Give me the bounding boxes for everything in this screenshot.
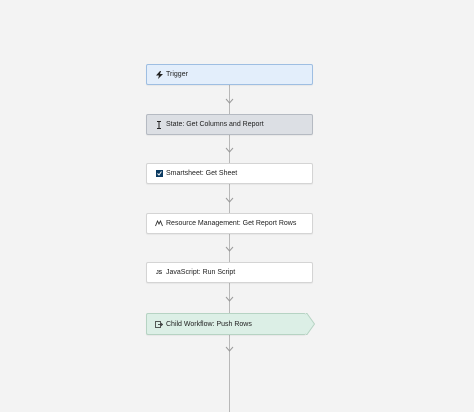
connector-arrow — [225, 246, 234, 252]
step-smartsheet[interactable]: Smartsheet: Get Sheet — [146, 163, 313, 184]
step-label: State: Get Columns and Report — [166, 121, 264, 128]
child-workflow-arrow-tip — [306, 313, 315, 335]
connector-arrow — [225, 296, 234, 302]
connector-arrow — [225, 197, 234, 203]
resource-management-icon — [155, 220, 163, 228]
connector-arrow — [225, 98, 234, 104]
step-trigger[interactable]: Trigger — [146, 64, 313, 85]
connector-line — [229, 85, 230, 412]
step-javascript[interactable]: JS JavaScript: Run Script — [146, 262, 313, 283]
step-label: Smartsheet: Get Sheet — [166, 170, 238, 177]
step-label: JavaScript: Run Script — [166, 269, 236, 276]
lightning-icon — [155, 70, 163, 79]
state-cursor-icon — [155, 120, 163, 129]
javascript-icon: JS — [155, 269, 163, 276]
child-workflow-icon — [155, 320, 163, 328]
step-child-workflow[interactable]: Child Workflow: Push Rows — [146, 313, 306, 335]
step-label: Child Workflow: Push Rows — [166, 320, 252, 328]
step-label: Resource Management: Get Report Rows — [166, 220, 297, 227]
smartsheet-icon — [155, 170, 163, 178]
connector-arrow — [225, 147, 234, 153]
step-resource-management[interactable]: Resource Management: Get Report Rows — [146, 213, 313, 234]
step-state[interactable]: State: Get Columns and Report — [146, 114, 313, 135]
connector-arrow — [225, 346, 234, 352]
step-label: Trigger — [166, 71, 188, 78]
